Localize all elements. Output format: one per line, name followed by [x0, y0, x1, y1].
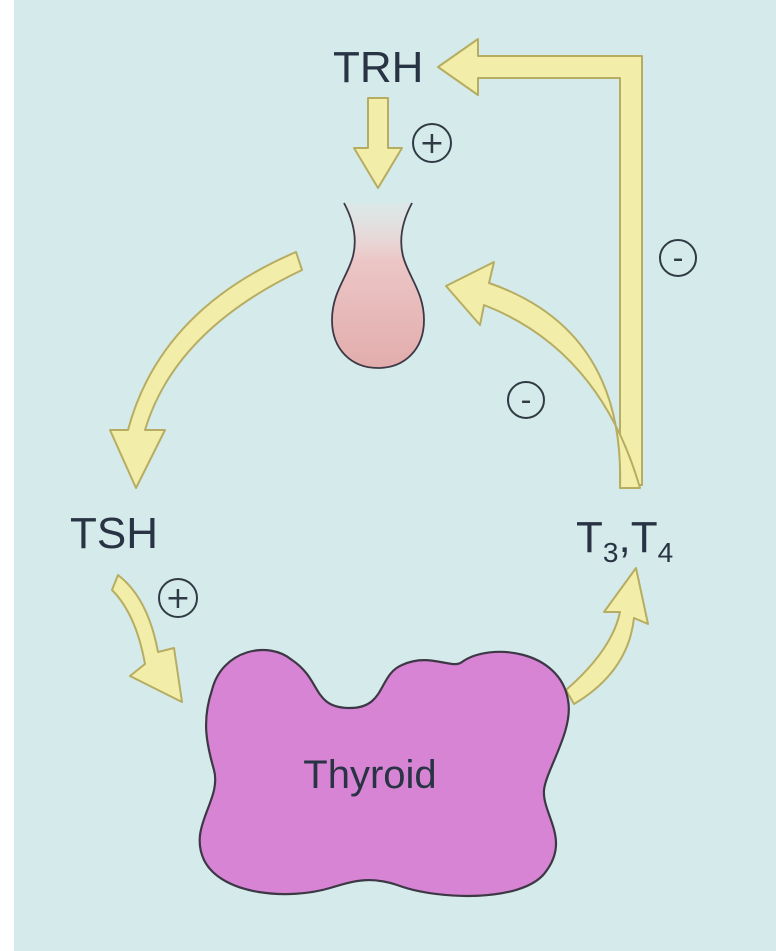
t4-subscript: 4: [658, 537, 674, 568]
t3-letter: T: [576, 513, 603, 562]
svg-text:-: -: [521, 383, 532, 418]
t3-t4-comma: ,: [618, 513, 630, 562]
trh-label: TRH: [333, 43, 423, 92]
t4-letter: T: [631, 513, 658, 562]
t3-subscript: 3: [603, 537, 619, 568]
svg-text:+: +: [419, 126, 444, 161]
thyroid-label: Thyroid: [303, 753, 436, 797]
svg-text:-: -: [673, 241, 684, 276]
svg-text:+: +: [165, 581, 190, 616]
tsh-label: TSH: [70, 509, 158, 558]
